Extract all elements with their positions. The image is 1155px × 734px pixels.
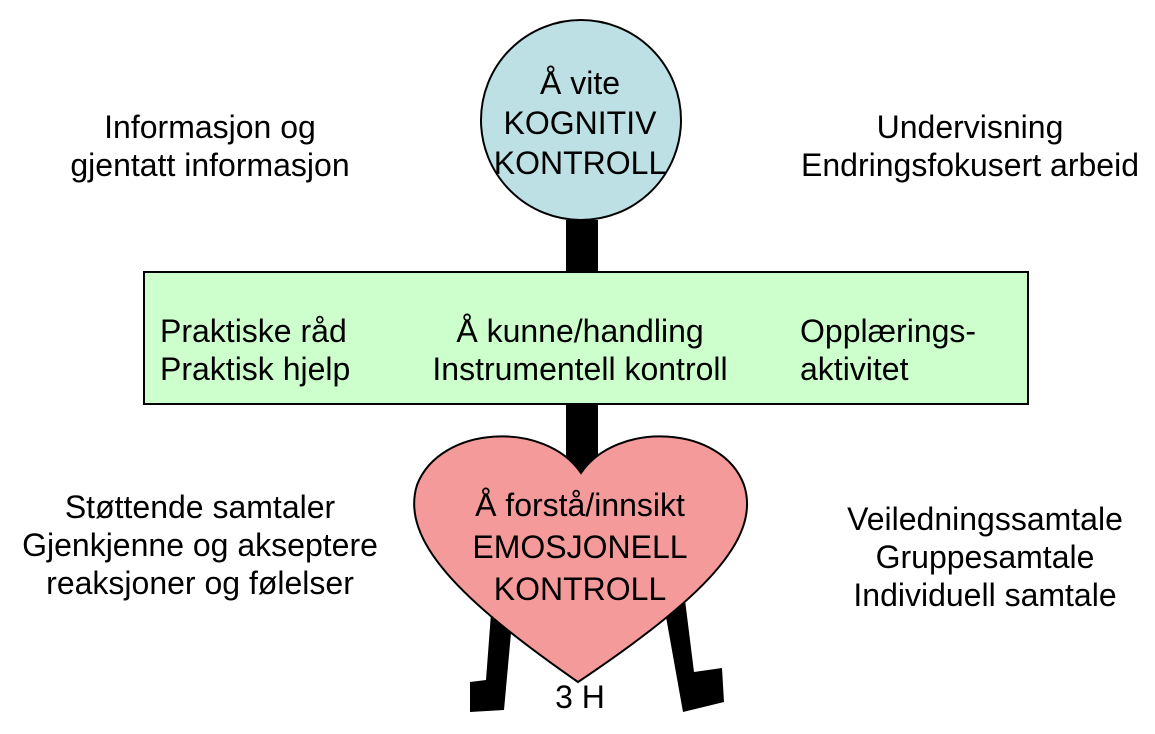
instrumental-label: Å kunne/handling Instrumentell kontroll <box>420 312 740 388</box>
cognitive-line-3: KONTROLL <box>493 145 667 181</box>
instrumental-line-2: Instrumentell kontroll <box>432 351 728 387</box>
emotional-line-3: KONTROLL <box>493 571 667 607</box>
bottom-right-line-2: Gruppesamtale <box>875 539 1095 575</box>
emotional-label: Å forstå/innsikt EMOSJONELL KONTROLL <box>455 484 705 610</box>
diagram-caption: 3 H <box>555 679 605 715</box>
bottom-left-note: Støttende samtaler Gjenkjenne og aksepte… <box>0 488 400 602</box>
cognitive-line-2: KOGNITIV <box>503 105 657 141</box>
top-right-note: Undervisning Endringsfokusert arbeid <box>790 108 1150 184</box>
top-left-line-2: gjentatt informasjon <box>70 147 350 183</box>
left-leg <box>470 600 514 712</box>
box-right-label: Opplærings- aktivitet <box>800 312 1000 388</box>
cognitive-label: Å vite KOGNITIV KONTROLL <box>470 63 690 183</box>
box-left-line-2: Praktisk hjelp <box>160 351 351 387</box>
top-right-line-2: Endringsfokusert arbeid <box>801 147 1139 183</box>
box-right-line-1: Opplærings- <box>800 313 977 349</box>
instrumental-box <box>143 271 1029 405</box>
bottom-left-line-3: reaksjoner og følelser <box>46 565 354 601</box>
bottom-right-note: Veiledningssamtale Gruppesamtale Individ… <box>820 500 1150 614</box>
emotional-line-1: Å forstå/innsikt <box>475 487 685 523</box>
top-left-note: Informasjon og gjentatt informasjon <box>55 108 365 184</box>
box-right-line-2: aktivitet <box>800 351 909 387</box>
box-left-line-1: Praktiske råd <box>160 313 347 349</box>
emotional-heart <box>413 435 749 684</box>
bottom-right-line-3: Individuell samtale <box>853 577 1117 613</box>
bottom-right-line-1: Veiledningssamtale <box>847 501 1123 537</box>
bottom-left-line-1: Støttende samtaler <box>64 489 336 525</box>
cognitive-circle <box>480 19 682 221</box>
instrumental-line-1: Å kunne/handling <box>456 313 704 349</box>
top-right-line-1: Undervisning <box>876 109 1064 145</box>
box-left-label: Praktiske råd Praktisk hjelp <box>160 312 360 388</box>
bottom-left-line-2: Gjenkjenne og akseptere <box>22 527 378 563</box>
top-left-line-1: Informasjon og <box>104 109 316 145</box>
cognitive-line-1: Å vite <box>539 65 621 101</box>
right-leg <box>663 600 724 712</box>
upper-stem <box>566 220 598 272</box>
emotional-line-2: EMOSJONELL <box>472 529 688 565</box>
